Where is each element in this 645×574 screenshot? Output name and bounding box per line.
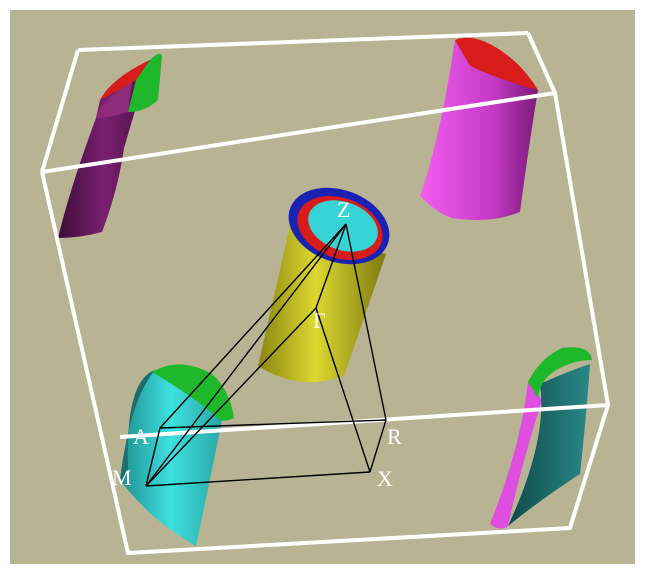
label-x-point: X	[377, 466, 393, 491]
cylinder-top-cyan-interior	[308, 200, 378, 252]
label-a-point: A	[133, 424, 149, 449]
label-z-point: Z	[337, 197, 350, 222]
label-gamma-point: Γ	[313, 308, 326, 333]
corner-surface-top-right	[420, 37, 538, 220]
corner-surface-top-left	[58, 53, 162, 238]
corner-surface-bottom-left	[120, 364, 234, 546]
high-symmetry-path	[145, 223, 387, 487]
label-m-point: M	[112, 465, 132, 490]
central-cylinder	[258, 187, 390, 383]
brillouin-zone-back-edges	[40, 31, 557, 173]
corner-surface-bottom-right	[490, 347, 592, 529]
label-r-point: R	[387, 424, 402, 449]
